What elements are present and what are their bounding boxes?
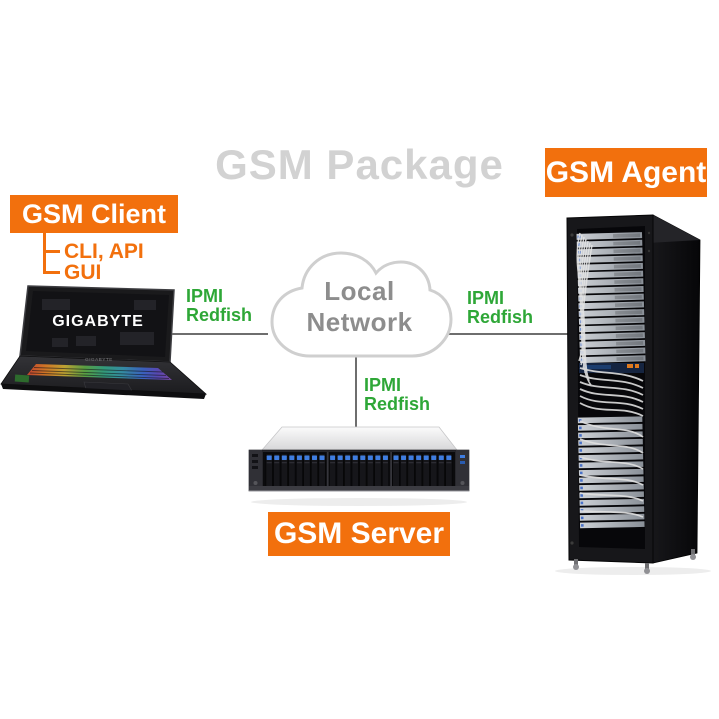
rack-lower-servers: [577, 416, 645, 529]
server-label-box: GSM Server: [268, 512, 450, 556]
wire-client-network: [172, 333, 268, 335]
bracket-vertical-line: [43, 233, 46, 274]
screen-camo-pattern: [42, 299, 156, 347]
agent-label-box: GSM Agent: [545, 148, 707, 197]
rack-cables-middle: [579, 367, 644, 417]
rgb-keyboard: [27, 364, 172, 380]
protocol-ipmi: IPMI: [186, 286, 224, 306]
drive-bays: [265, 452, 453, 488]
gpu-sticker: [14, 374, 30, 383]
bracket-tick-cli: [46, 250, 60, 253]
network-label-line2: Network: [306, 307, 413, 337]
protocol-ipmi: IPMI: [364, 375, 402, 395]
laptop-base: GIGABYTE: [0, 355, 208, 399]
protocol-label-agent: IPMI Redfish: [467, 289, 533, 327]
wire-network-agent: [446, 333, 568, 335]
network-label-line1: Local: [324, 276, 395, 306]
local-network-cloud: [270, 251, 453, 358]
protocol-redfish: Redfish: [186, 305, 253, 325]
server-shadow: [251, 498, 467, 506]
server-right-ear: [456, 450, 469, 491]
gigabyte-laptop-image: GIGABYTE GIGABYTE: [0, 285, 208, 399]
client-label-box: GSM Client: [10, 195, 178, 233]
page-title: GSM Package: [215, 141, 504, 188]
protocol-ipmi: IPMI: [467, 288, 505, 308]
rack-shadow: [555, 567, 711, 575]
rack-cables-upper: [576, 232, 593, 386]
server-lid: [261, 426, 458, 451]
protocol-redfish: Redfish: [467, 307, 534, 327]
network-label: Local Network: [262, 276, 457, 338]
laptop-screen: GIGABYTE: [19, 285, 175, 363]
protocol-label-server: IPMI Redfish: [364, 376, 430, 414]
rack-frame-details: [570, 231, 651, 545]
rack-server-image: [248, 426, 470, 506]
rack-cables-lower: [579, 420, 644, 518]
protocol-redfish: Redfish: [364, 394, 431, 414]
server-rack-image: [555, 214, 711, 575]
rack-side-panel: [652, 214, 701, 564]
protocol-label-client: IPMI Redfish: [186, 287, 252, 325]
server-left-ear: [249, 450, 262, 491]
bracket-tick-gui: [46, 271, 60, 274]
client-feature-gui: GUI: [64, 261, 102, 284]
hinge-brand-logo: GIGABYTE: [85, 357, 113, 362]
screen-brand-logo: GIGABYTE: [52, 313, 144, 330]
client-feature-cli-api: CLI, API: [64, 240, 144, 263]
rack-switch-section: [579, 363, 644, 373]
wire-network-server: [355, 354, 357, 429]
rack-feet: [573, 549, 696, 574]
